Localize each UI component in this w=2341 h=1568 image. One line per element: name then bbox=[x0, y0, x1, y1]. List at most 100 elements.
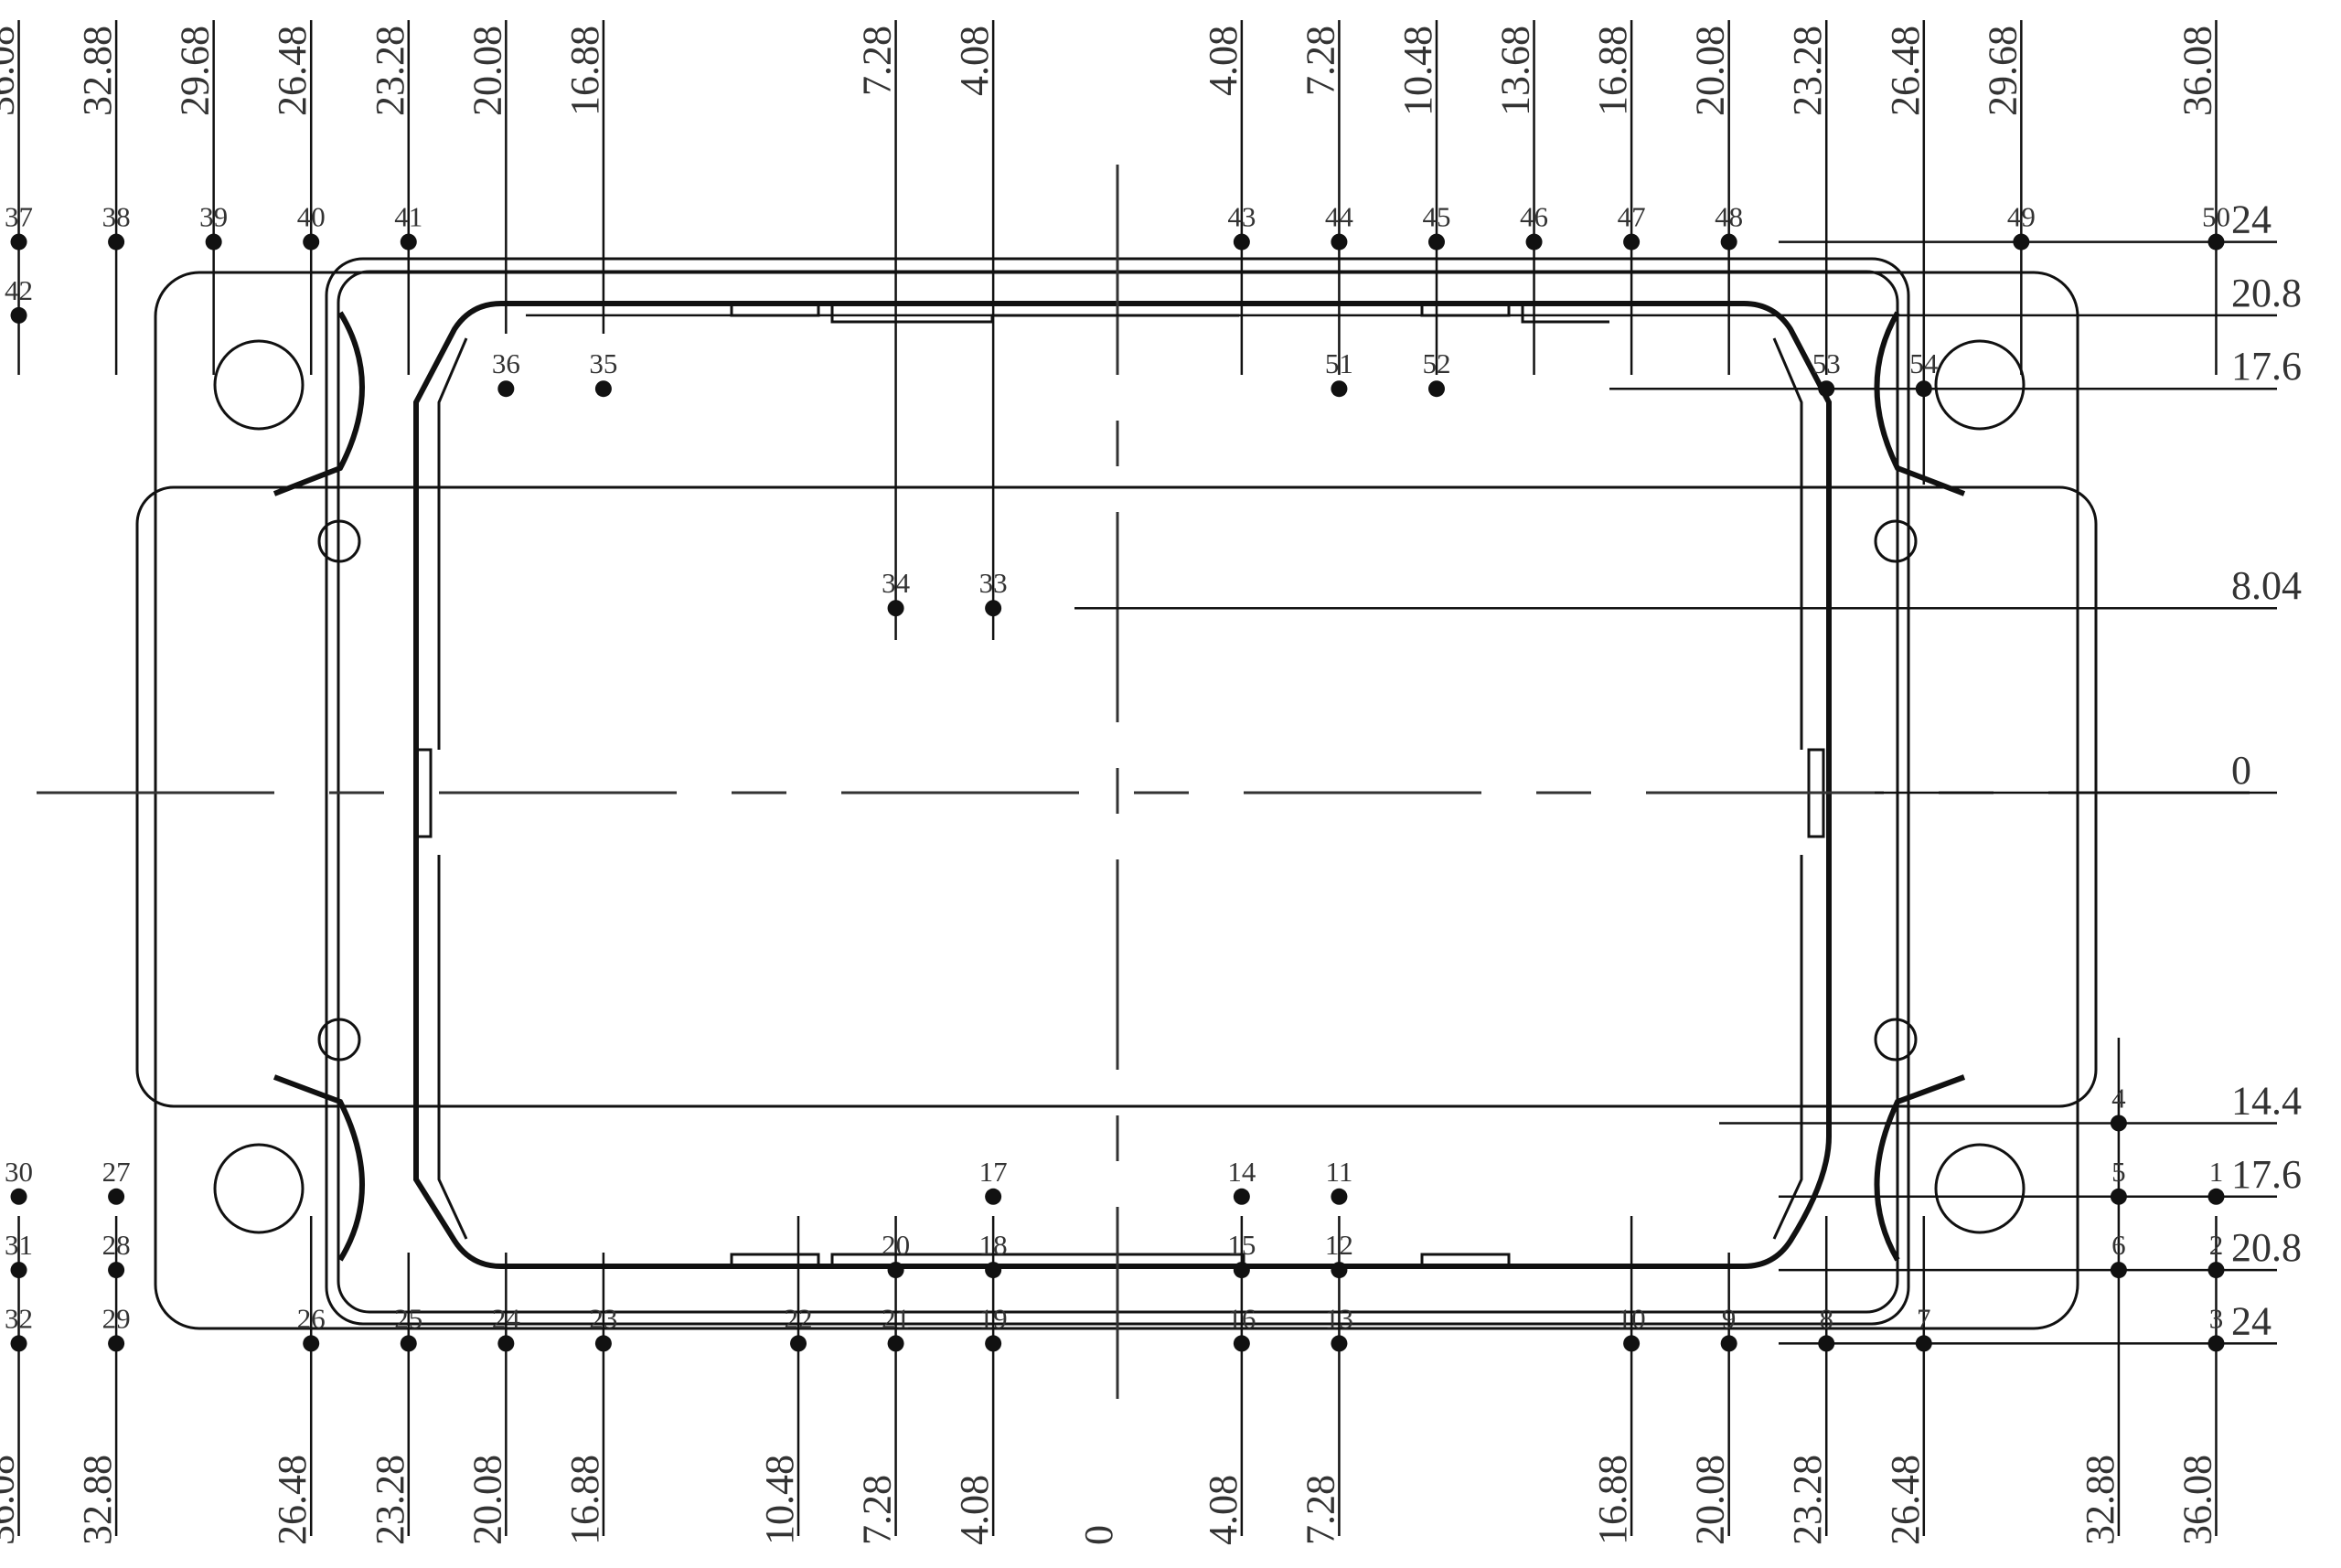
right-y-label: 24 bbox=[2231, 1298, 2272, 1343]
right-y-label: 17.6 bbox=[2231, 1152, 2302, 1197]
pin-50 bbox=[2207, 233, 2225, 251]
pin-label-20: 20 bbox=[882, 1229, 910, 1261]
right-y-label: 24 bbox=[2231, 197, 2272, 242]
ear-top-left bbox=[273, 311, 365, 496]
pin-40 bbox=[303, 233, 320, 251]
pin-label-29: 29 bbox=[102, 1302, 131, 1334]
housing-top-step-2 bbox=[1521, 304, 1609, 324]
pin-label-10: 10 bbox=[1618, 1302, 1646, 1334]
housing-bottom-step bbox=[830, 1253, 1245, 1266]
housing-bottom-tab-2 bbox=[1420, 1253, 1511, 1266]
pin-label-5: 5 bbox=[2111, 1156, 2126, 1188]
mounting-holes bbox=[213, 311, 2026, 1262]
pin-label-13: 13 bbox=[1325, 1302, 1353, 1334]
pin-label-45: 45 bbox=[1422, 201, 1450, 233]
locating-hole-bottom-right bbox=[1874, 1018, 1918, 1061]
pin-54 bbox=[1915, 380, 1932, 398]
pin-label-6: 6 bbox=[2111, 1229, 2126, 1261]
pin-13 bbox=[1331, 1335, 1348, 1352]
ear-top-right bbox=[1874, 311, 1966, 496]
right-y-label: 0 bbox=[2231, 748, 2251, 793]
bottom-x-label: 10.48 bbox=[757, 1455, 802, 1545]
pin-label-8: 8 bbox=[1819, 1302, 1833, 1334]
bottom-x-label: 20.08 bbox=[465, 1455, 509, 1545]
right-y-label: 14.4 bbox=[2231, 1078, 2302, 1123]
pin-array: 1234567891011121314151617181920212223242… bbox=[5, 201, 2230, 1352]
top-x-label: 7.28 bbox=[1298, 26, 1342, 96]
pin-2 bbox=[2207, 1262, 2225, 1279]
bottom-x-label: 23.28 bbox=[368, 1455, 412, 1545]
pin-37 bbox=[10, 233, 27, 251]
pin-label-37: 37 bbox=[5, 201, 33, 233]
pin-15 bbox=[1233, 1262, 1250, 1279]
pin-label-28: 28 bbox=[102, 1229, 131, 1261]
top-x-label: 10.48 bbox=[1395, 26, 1440, 116]
bottom-x-label: 0 bbox=[1076, 1525, 1121, 1545]
ear-bottom-left bbox=[273, 1074, 365, 1262]
baseplate-mid-band bbox=[135, 485, 2098, 1108]
pin-label-9: 9 bbox=[1722, 1302, 1737, 1334]
pin-3 bbox=[2207, 1335, 2225, 1352]
pin-label-48: 48 bbox=[1715, 201, 1743, 233]
top-x-label: 16.88 bbox=[562, 26, 607, 116]
pin-label-19: 19 bbox=[979, 1302, 1008, 1334]
top-x-label: 29.68 bbox=[173, 26, 218, 116]
pin-43 bbox=[1233, 233, 1250, 251]
mounting-hole-top-right bbox=[1934, 339, 2026, 431]
right-y-label: 8.04 bbox=[2231, 563, 2302, 608]
pin-36 bbox=[497, 380, 515, 398]
mounting-hole-bottom-right bbox=[1934, 1143, 2026, 1234]
pin-30 bbox=[10, 1188, 27, 1205]
pin-23 bbox=[594, 1335, 612, 1352]
pin-52 bbox=[1427, 380, 1445, 398]
pin-label-54: 54 bbox=[1909, 347, 1939, 379]
pin-44 bbox=[1331, 233, 1348, 251]
pin-label-14: 14 bbox=[1227, 1156, 1256, 1188]
pin-7 bbox=[1915, 1335, 1932, 1352]
bottom-x-label: 20.08 bbox=[1688, 1455, 1733, 1545]
locating-hole-bottom-left bbox=[317, 1018, 361, 1061]
pin-35 bbox=[594, 380, 612, 398]
pin-label-32: 32 bbox=[5, 1302, 33, 1334]
pin-34 bbox=[887, 600, 904, 617]
pin-22 bbox=[790, 1335, 807, 1352]
mounting-hole-bottom-left bbox=[213, 1143, 305, 1234]
pin-label-11: 11 bbox=[1325, 1156, 1352, 1188]
pin-label-21: 21 bbox=[882, 1302, 910, 1334]
pin-label-18: 18 bbox=[979, 1229, 1008, 1261]
pin-label-53: 53 bbox=[1812, 347, 1841, 379]
pin-label-51: 51 bbox=[1325, 347, 1353, 379]
top-x-label: 29.68 bbox=[1980, 26, 2025, 116]
pin-18 bbox=[985, 1262, 1002, 1279]
pin-28 bbox=[108, 1262, 125, 1279]
top-x-label: 23.28 bbox=[1785, 26, 1830, 116]
pin-label-30: 30 bbox=[5, 1156, 33, 1188]
pin-47 bbox=[1623, 233, 1641, 251]
bottom-x-label: 16.88 bbox=[562, 1455, 607, 1545]
pin-38 bbox=[108, 233, 125, 251]
housing-right-rib-bottom bbox=[1772, 855, 1803, 1240]
pin-label-23: 23 bbox=[589, 1302, 617, 1334]
pin-5 bbox=[2110, 1188, 2127, 1205]
pin-label-25: 25 bbox=[394, 1302, 422, 1334]
pin-32 bbox=[10, 1335, 27, 1352]
right-y-label: 20.8 bbox=[2231, 1225, 2302, 1270]
mounting-hole-top-left bbox=[213, 339, 305, 431]
pin-label-38: 38 bbox=[102, 201, 131, 233]
pin-25 bbox=[400, 1335, 417, 1352]
pin-label-16: 16 bbox=[1227, 1302, 1256, 1334]
top-x-label: 20.08 bbox=[1688, 26, 1733, 116]
pin-48 bbox=[1720, 233, 1737, 251]
bottom-x-label: 7.28 bbox=[855, 1475, 900, 1545]
bottom-x-label: 26.48 bbox=[270, 1455, 315, 1545]
pin-16 bbox=[1233, 1335, 1250, 1352]
pin-label-50: 50 bbox=[2202, 201, 2230, 233]
pin-42 bbox=[10, 306, 27, 324]
pin-label-7: 7 bbox=[1917, 1302, 1931, 1334]
pin-11 bbox=[1331, 1188, 1348, 1205]
bottom-x-label: 4.08 bbox=[952, 1475, 997, 1545]
pin-39 bbox=[205, 233, 222, 251]
locating-hole-top-left bbox=[317, 519, 361, 563]
pin-label-43: 43 bbox=[1227, 201, 1256, 233]
